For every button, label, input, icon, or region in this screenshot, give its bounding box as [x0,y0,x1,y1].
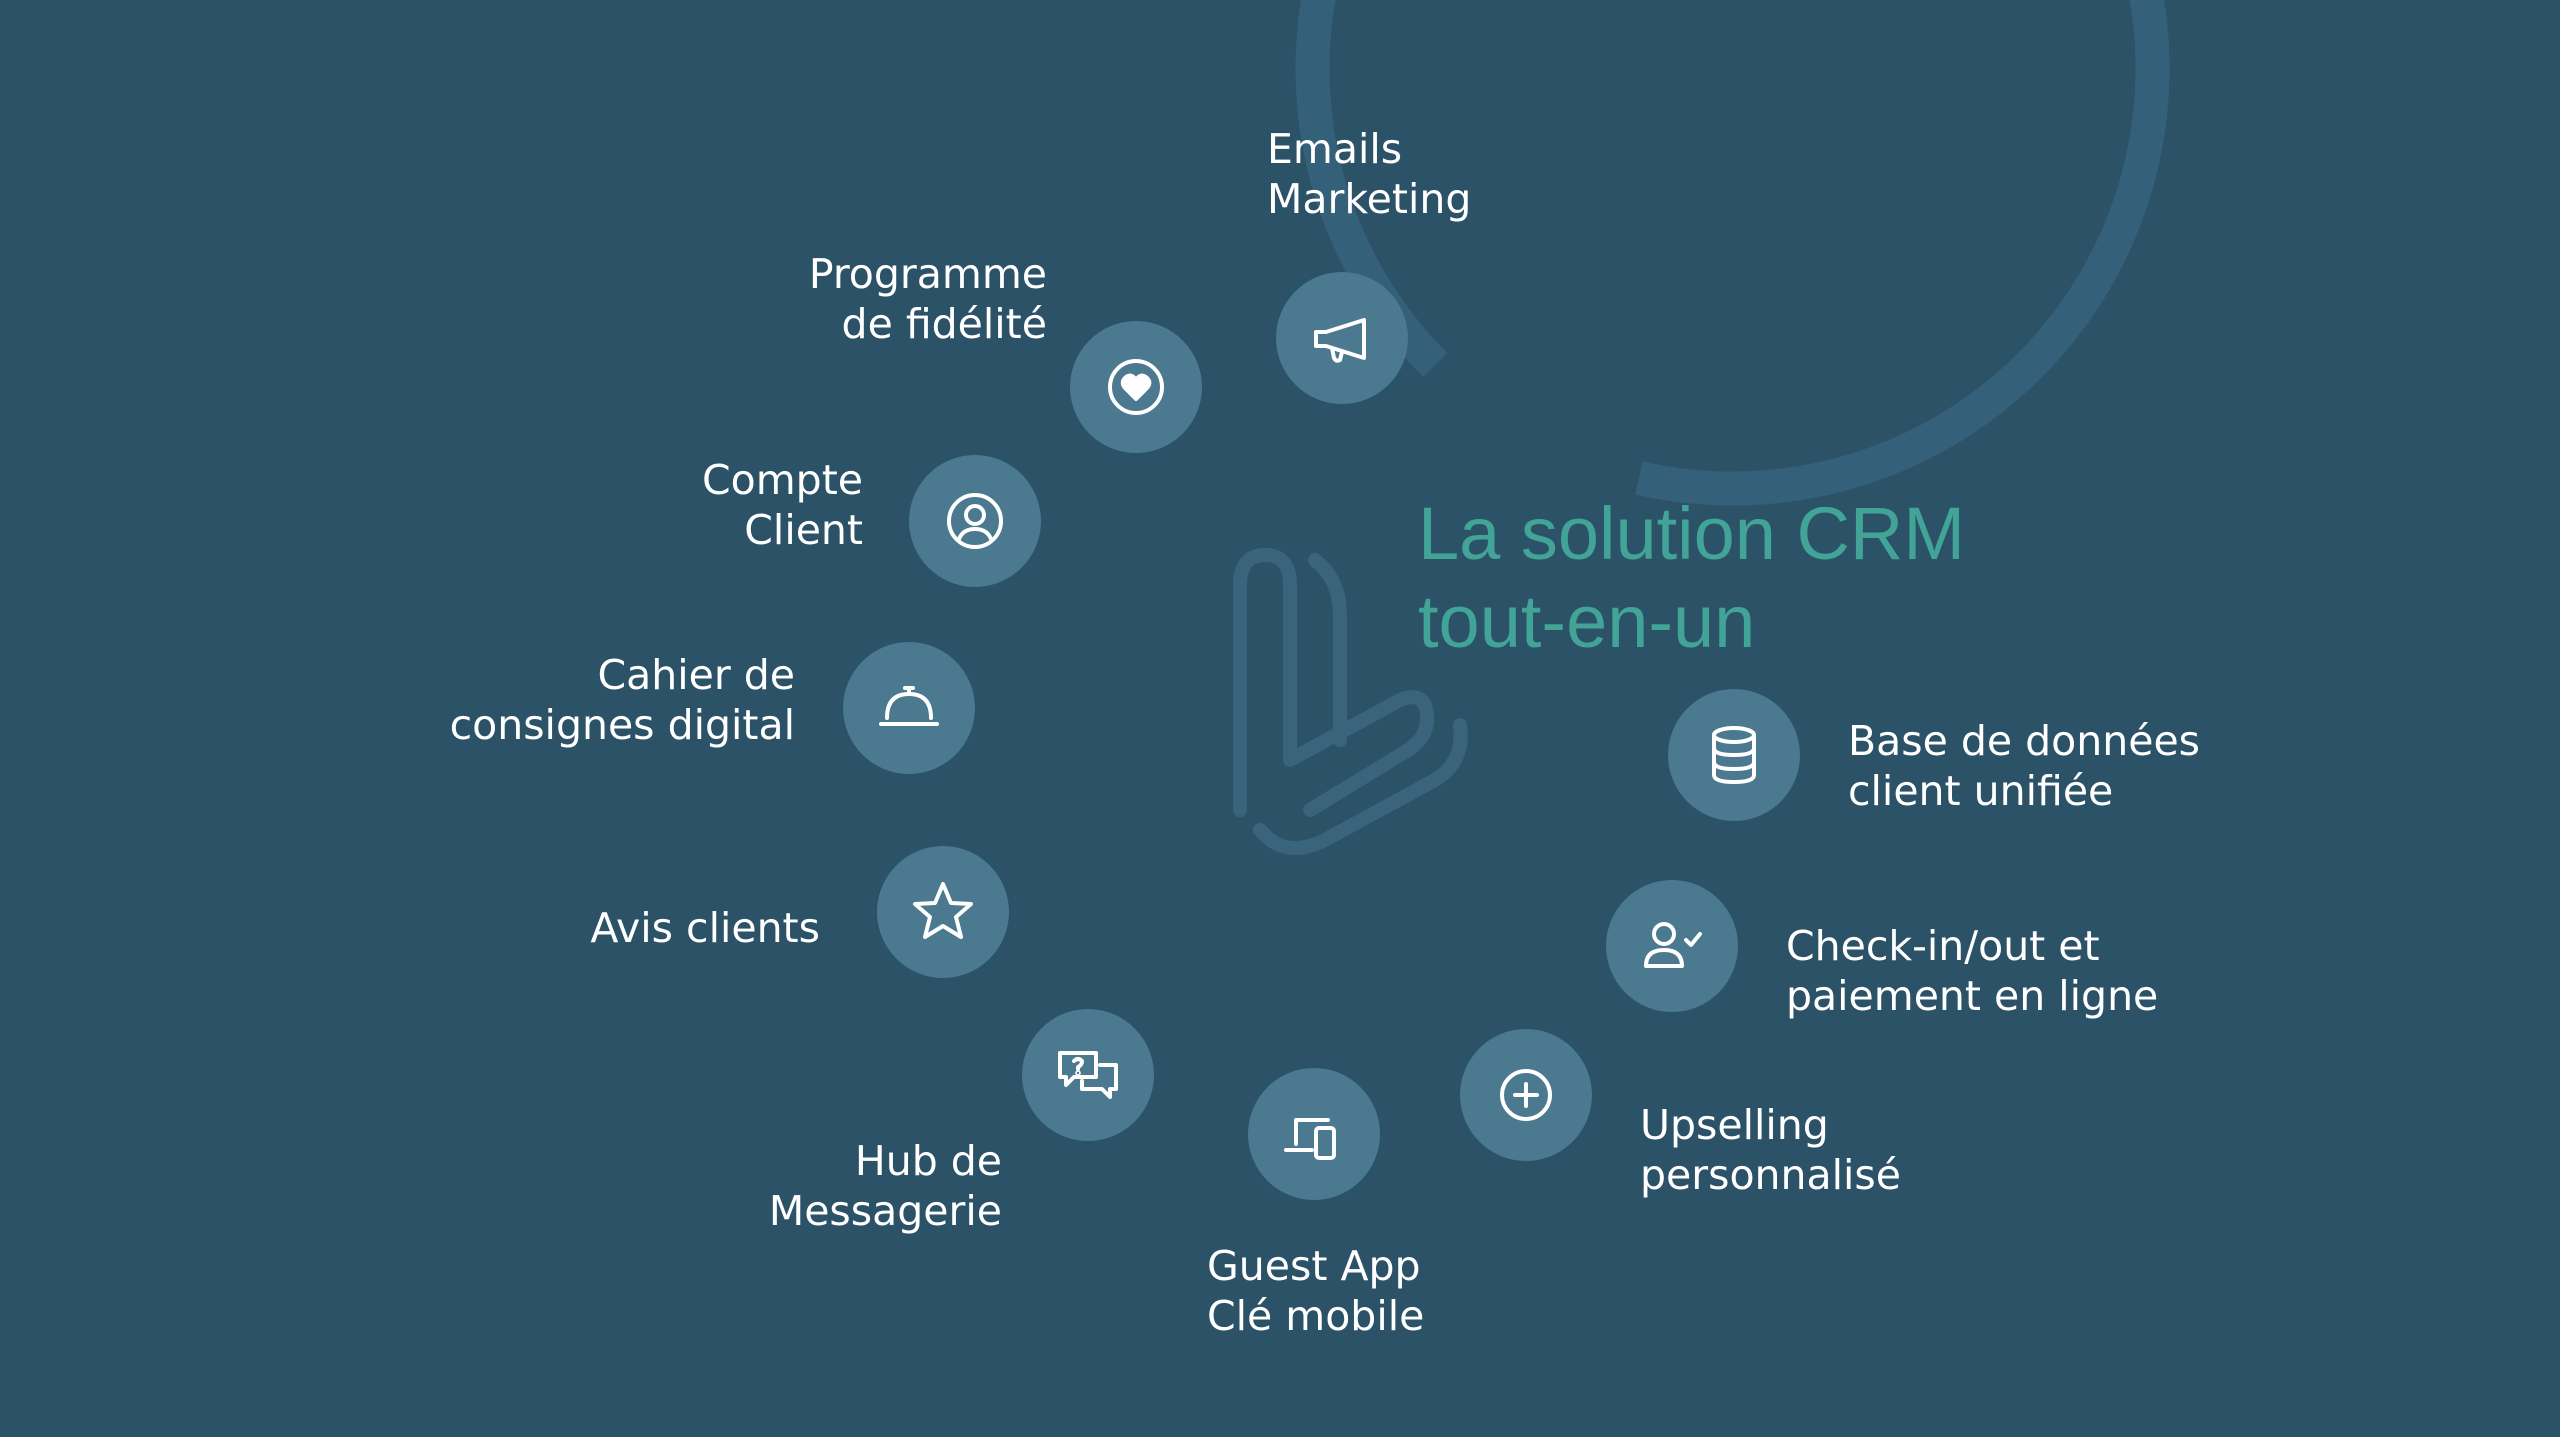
label-emails-marketing: Emails Marketing [1267,125,1472,223]
chat-bubbles-icon [1058,1051,1118,1099]
star-icon [913,882,973,939]
node-emails-marketing [1276,272,1408,404]
label-hub-messagerie: Hub de Messagerie [768,1137,1002,1235]
node-guest-app [1248,1068,1380,1200]
page-title: La solution CRM tout-en-un [1418,490,1965,666]
label-base-de-donnees: Base de données client unifiée [1848,717,2201,815]
label-check-in-out: Check-in/out et paiement en ligne [1786,922,2159,1020]
title-line-1: La solution CRM [1418,492,1966,575]
plus-circle-icon [1500,1069,1552,1121]
node-programme-fidelite [1070,321,1202,453]
node-cahier-consignes [843,642,975,774]
database-icon [1712,726,1756,784]
brand-logo-icon [1233,548,1468,855]
node-avis-clients [877,846,1009,978]
node-check-in-out [1606,880,1738,1012]
devices-icon [1284,1118,1336,1160]
label-avis-clients: Avis clients [590,904,820,952]
label-cahier-consignes: Cahier de consignes digital [449,651,795,749]
user-check-icon [1644,922,1702,968]
ring-arc [1295,0,2170,506]
node-upselling [1460,1029,1592,1161]
label-programme-fidelite: Programme de fidélité [808,250,1047,348]
node-compte-client [909,455,1041,587]
heart-circle-icon [1108,359,1164,415]
label-compte-client: Compte Client [702,456,863,554]
label-upselling: Upselling personnalisé [1640,1101,1902,1199]
megaphone-icon [1314,318,1366,363]
node-hub-messagerie [1022,1009,1154,1141]
label-guest-app: Guest App Clé mobile [1207,1242,1425,1340]
user-circle-icon [947,493,1003,549]
node-base-de-donnees [1668,689,1800,821]
service-bell-icon [879,686,939,726]
title-line-2: tout-en-un [1418,580,1756,663]
